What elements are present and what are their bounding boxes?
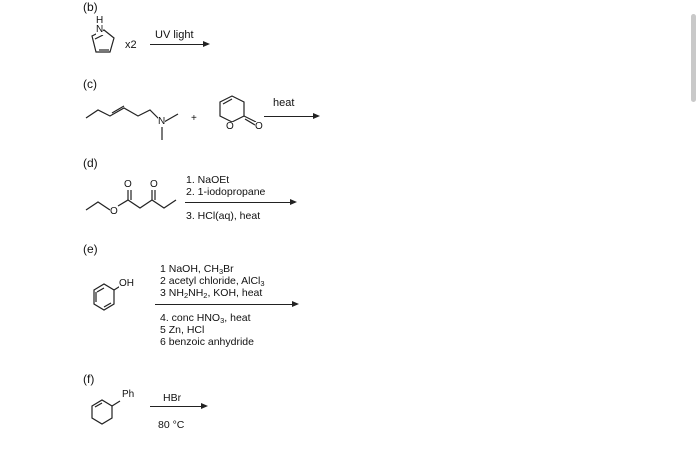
- reagent-hbr: HBr: [163, 392, 182, 404]
- problem-c-label: (c): [83, 77, 97, 91]
- pyrrole-h-label: H: [96, 15, 104, 26]
- reagent-d-3: 3. HCl(aq), heat: [186, 210, 261, 222]
- enamine-structure: [85, 105, 179, 140]
- phenylcyclohexene-structure: [91, 399, 121, 425]
- reaction-arrow-f: [150, 403, 208, 409]
- phenyl-ph-label: Ph: [122, 389, 135, 400]
- reagent-e-3: 3 NH2NH2, KOH, heat: [160, 287, 263, 300]
- reagent-e-1: 1 NaOH, CH3Br: [160, 263, 234, 276]
- multiplier-label: x2: [125, 39, 137, 51]
- problem-d-label: (d): [83, 156, 98, 170]
- reaction-arrow-d: [185, 199, 297, 205]
- plus-sign: +: [191, 113, 197, 124]
- enamine-n-label: N: [158, 116, 166, 127]
- problem-b-label: (b): [83, 0, 98, 14]
- pyrrole-n-label: N: [96, 24, 104, 35]
- reaction-arrow-e: [155, 301, 299, 307]
- pyranone-carbonyl-o-label: O: [255, 121, 263, 132]
- reaction-arrow-b: [150, 41, 210, 47]
- problem-f-label: (f): [83, 372, 95, 386]
- reagent-e-4: 4. conc HNO3, heat: [160, 312, 251, 325]
- ketoester-carbonyl-o1: O: [124, 179, 132, 190]
- ketoester-structure: [85, 188, 177, 211]
- pyranone-ring-o-label: O: [226, 121, 234, 132]
- pyrrole-structure: [91, 29, 115, 53]
- ketoester-carbonyl-o2: O: [150, 179, 158, 190]
- reagent-temperature: 80 °C: [158, 419, 185, 431]
- problem-e-label: (e): [83, 242, 98, 256]
- phenol-oh-label: OH: [119, 278, 134, 289]
- pyranone-structure: [219, 95, 257, 126]
- reagent-e-5: 5 Zn, HCl: [160, 324, 205, 336]
- reagent-e-6: 6 benzoic anhydride: [160, 336, 254, 348]
- reagent-uv-light: UV light: [155, 29, 194, 41]
- reagent-d-2: 2. 1-iodopropane: [186, 186, 266, 198]
- ketoester-ether-o: O: [110, 206, 118, 217]
- reagent-heat: heat: [273, 97, 295, 109]
- scrollbar-thumb[interactable]: [691, 14, 696, 102]
- reagent-d-1: 1. NaOEt: [186, 174, 230, 186]
- reaction-arrow-c: [264, 113, 320, 119]
- reagent-e-2: 2 acetyl chloride, AlCl3: [160, 275, 265, 288]
